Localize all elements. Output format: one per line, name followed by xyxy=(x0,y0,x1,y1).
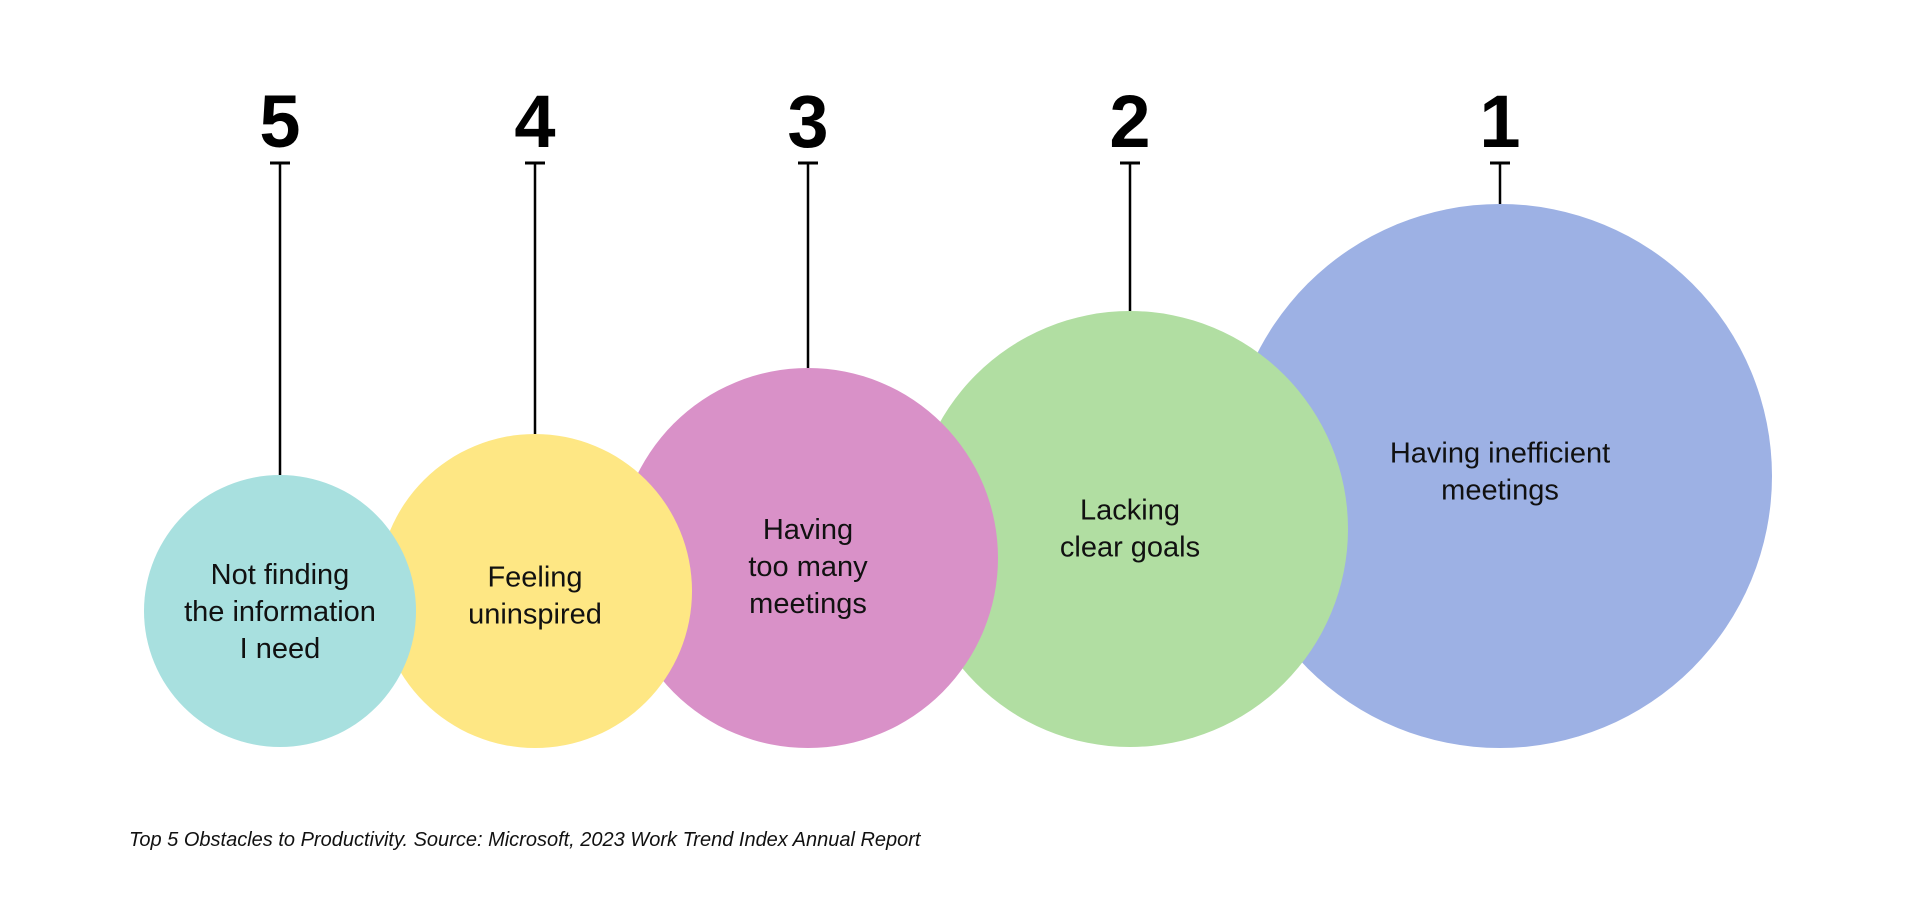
bubble-circle xyxy=(144,475,416,747)
bubble-circle xyxy=(912,311,1348,747)
bubble-label: uninspired xyxy=(468,599,602,631)
chart-caption: Top 5 Obstacles to Productivity. Source:… xyxy=(129,829,922,851)
bubble-circle xyxy=(378,434,692,748)
bubble-label: Lacking xyxy=(1080,495,1180,527)
bubble-label: Not finding xyxy=(211,559,350,591)
bubble-label: too many xyxy=(748,551,868,583)
rank-number: 1 xyxy=(1479,80,1520,163)
rank-number: 2 xyxy=(1109,80,1150,163)
bubble-label: meetings xyxy=(1441,475,1559,507)
bubble-label: the information xyxy=(184,596,376,628)
rank-number: 4 xyxy=(514,80,555,163)
bubble-label: meetings xyxy=(749,588,867,620)
bubble-label: I need xyxy=(240,633,321,665)
bubble-circle xyxy=(1228,204,1772,748)
bubble-label: clear goals xyxy=(1060,532,1200,564)
bubble-label: Feeling xyxy=(487,562,582,594)
rank-number: 3 xyxy=(787,80,828,163)
bubble-circle xyxy=(618,368,998,748)
rank-number: 5 xyxy=(259,80,300,163)
bubble-label: Having xyxy=(763,514,853,546)
bubble-label: Having inefficient xyxy=(1390,438,1610,470)
